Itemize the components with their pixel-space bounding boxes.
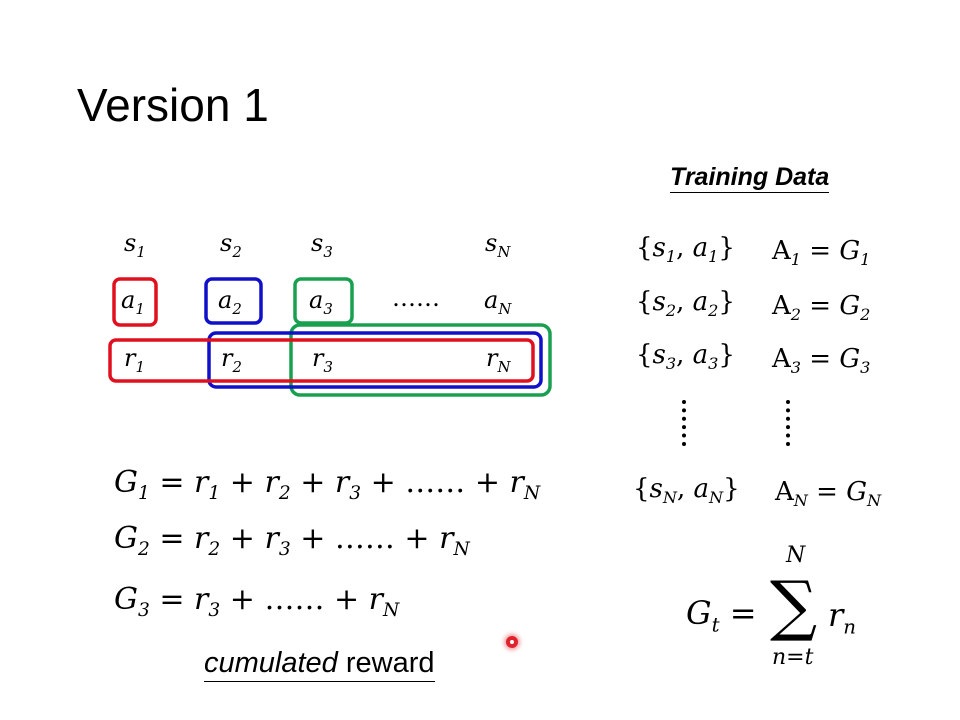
advantage-2: A2 = G2 xyxy=(772,291,871,325)
reward-r3: r3 xyxy=(312,344,333,376)
action-a3: a3 xyxy=(309,286,333,318)
box-g1 xyxy=(108,338,535,383)
sum-lhs: Gt = xyxy=(686,594,757,637)
pair-1: {s1, a1} xyxy=(636,233,735,267)
box-g3 xyxy=(289,323,552,397)
ellipsis: …… xyxy=(392,284,440,312)
advantage-N: AN = GN xyxy=(775,477,882,511)
equation-g2: G2 = r2 + r3 + …… + rN xyxy=(114,521,470,560)
reward-r2: r2 xyxy=(221,344,242,376)
cumulated-reward-label: cumulated reward xyxy=(204,645,435,682)
advantage-1: A1 = G1 xyxy=(772,236,871,270)
vertical-ellipsis-pairs xyxy=(682,400,690,446)
reward-rN: rN xyxy=(486,344,511,376)
state-sN: sN xyxy=(485,229,511,261)
training-data-heading: Training Data xyxy=(670,163,830,193)
laser-pointer xyxy=(506,636,518,648)
sum-upper-limit: N xyxy=(786,543,806,568)
sigma-symbol: ∑ xyxy=(770,567,818,644)
box-a1 xyxy=(112,277,158,327)
pair-2: {s2, a2} xyxy=(636,287,735,321)
reward-r1: r1 xyxy=(124,344,145,376)
state-s2: s2 xyxy=(220,229,242,261)
box-a2 xyxy=(204,277,263,325)
sum-term: rn xyxy=(828,596,857,639)
state-s3: s3 xyxy=(311,229,333,261)
action-a2: a2 xyxy=(218,286,242,318)
equation-g3: G3 = r3 + …… + rN xyxy=(114,582,400,621)
vertical-ellipsis-advantages xyxy=(786,400,794,446)
slide-title: Version 1 xyxy=(77,79,269,131)
sum-lower-limit: n=t xyxy=(772,645,814,670)
box-g2 xyxy=(207,331,543,389)
pair-3: {s3, a3} xyxy=(636,340,735,374)
action-aN: aN xyxy=(484,286,512,318)
box-a3 xyxy=(293,277,354,325)
state-s1: s1 xyxy=(124,229,146,261)
equation-g1: G1 = r1 + r2 + r3 + …… + rN xyxy=(114,465,541,504)
action-a1: a1 xyxy=(121,286,145,318)
advantage-3: A3 = G3 xyxy=(772,344,871,378)
pair-N: {sN, aN} xyxy=(633,474,740,508)
